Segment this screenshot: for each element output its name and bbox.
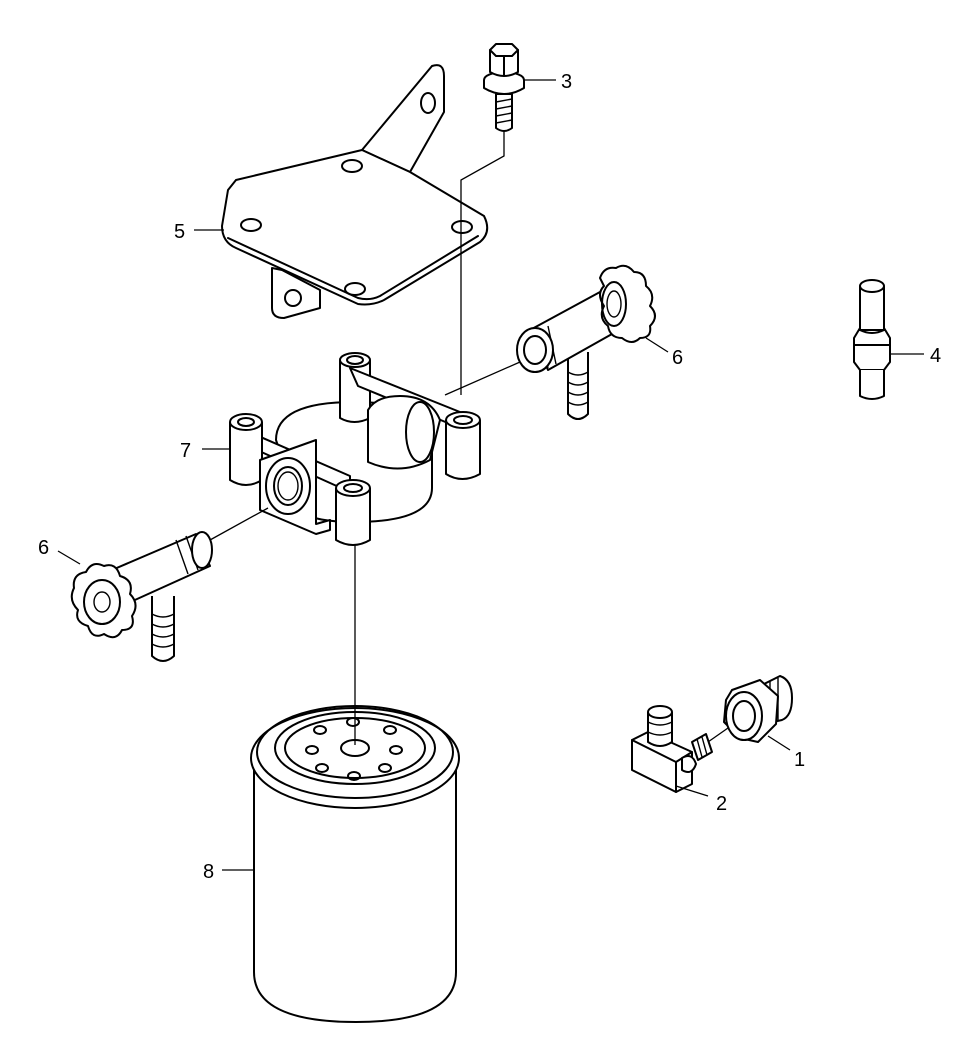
callout-6-left: 6 [38,537,49,559]
assembly-lines [209,130,729,745]
callout-4: 4 [930,345,941,367]
bleed-valve-left [70,531,213,662]
callout-2: 2 [716,793,727,815]
callout-numbers: 3 4 5 6 7 6 8 1 2 [38,71,941,883]
straight-fitting [853,279,891,400]
elbow-fitting [631,705,713,793]
callout-1: 1 [794,749,805,771]
union-fitting [723,675,793,743]
bleed-valve-right [516,264,656,420]
flange-bolt [483,43,525,132]
callout-8: 8 [203,861,214,883]
filter-cartridge [250,705,460,1023]
callout-3: 3 [561,71,572,93]
leader-lines [57,79,924,871]
callout-7: 7 [180,440,191,462]
callout-5: 5 [174,221,185,243]
callout-6-right: 6 [672,347,683,369]
filter-head [229,352,481,546]
mounting-bracket [221,64,489,319]
